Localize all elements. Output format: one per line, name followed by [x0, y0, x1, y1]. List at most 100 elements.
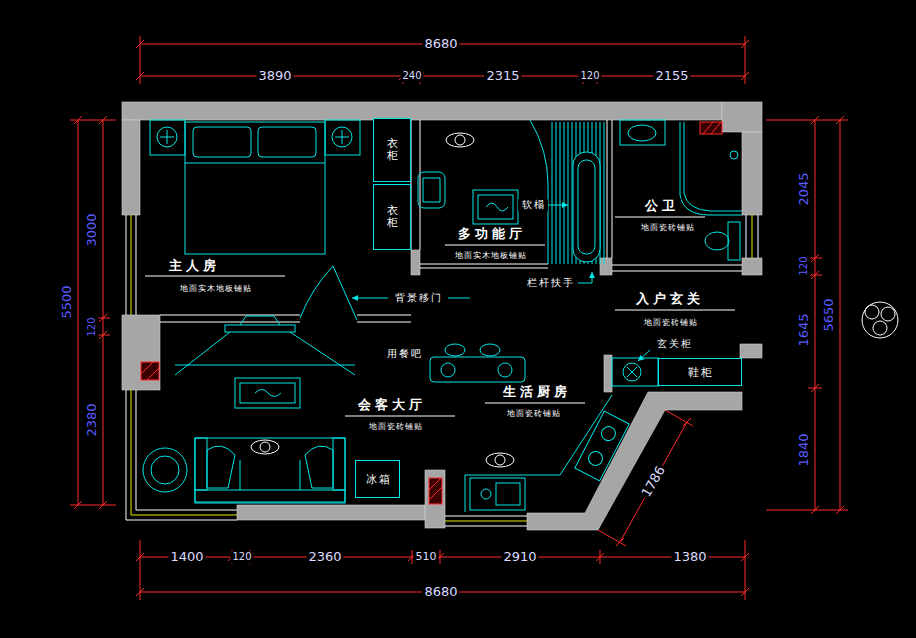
- living-furniture-shape: [207, 446, 235, 488]
- callout-label: 栏杆扶手: [523, 277, 577, 289]
- dining-bar: [430, 344, 525, 382]
- wardrobe-box: 衣柜: [373, 118, 411, 182]
- dimension-text: 2910: [501, 550, 538, 565]
- dimension-lines-shape: [70, 116, 116, 509]
- person-figures: [251, 133, 514, 467]
- dimension-text: 1380: [671, 550, 708, 565]
- bathroom-fixtures-shape: [730, 151, 738, 159]
- callout-label: 背景移门: [391, 292, 445, 304]
- dining-bar-shape: [498, 363, 512, 377]
- multi-room-furniture-shape: [473, 190, 518, 224]
- partitions: [160, 120, 742, 322]
- entry-cabinet-shape: [627, 367, 637, 377]
- kitchen-fixtures: [465, 395, 629, 512]
- kitchen-fixtures-shape: [575, 411, 629, 481]
- room-name: 会客大厅: [352, 398, 428, 413]
- dimension-text: 8680: [422, 585, 459, 600]
- kitchen-fixtures-shape: [470, 478, 525, 510]
- floor-note: 地面瓷砖铺贴: [366, 422, 425, 431]
- dimension-text: 2045: [797, 170, 812, 207]
- bedroom-furniture-shape: [335, 130, 349, 144]
- dimension-text: 1645: [797, 311, 812, 348]
- dining-bar-shape: [445, 344, 465, 356]
- walls-shape: [604, 355, 612, 392]
- bathroom-fixtures-shape: [680, 122, 742, 215]
- kitchen-fixtures-shape: [465, 395, 612, 512]
- multi-room-furniture-shape: [418, 172, 445, 208]
- person-figures-shape: [446, 133, 474, 147]
- entry-cabinet-shape: [623, 363, 641, 381]
- floor-note: 地面瓷砖铺贴: [641, 318, 700, 327]
- dimension-text: 3000: [85, 211, 100, 248]
- bedroom-furniture-shape: [325, 120, 360, 155]
- living-furniture: [143, 332, 355, 503]
- dimension-text: 2360: [306, 550, 343, 565]
- living-furniture-shape: [195, 490, 345, 502]
- dimension-lines: [70, 36, 848, 600]
- walls-shape: [411, 250, 420, 275]
- north-plant-symbol-shape: [873, 321, 887, 335]
- dimension-text: 120: [578, 70, 601, 82]
- windows-shape: [445, 215, 752, 521]
- red-hatch-shape: [700, 122, 722, 134]
- multi-room-furniture-shape: [578, 160, 595, 254]
- sliding-door-callout-shape: [448, 298, 470, 299]
- walls-shape: [122, 120, 140, 215]
- red-hatch-shape: [429, 478, 442, 504]
- walls-shape: [122, 102, 722, 120]
- kitchen-fixtures-shape-shape: [599, 424, 618, 443]
- walls-shape: [237, 505, 425, 520]
- living-furniture-shape: [151, 456, 179, 484]
- kitchen-fixtures-shape-shape: [586, 449, 605, 468]
- windows: [126, 215, 758, 526]
- dining-bar-shape: [480, 344, 500, 356]
- multi-room-furniture-shape: [578, 272, 592, 283]
- walls-shape: [742, 258, 762, 275]
- floor-note: 地面瓷砖铺贴: [504, 409, 563, 418]
- room-underlines-shape: [145, 217, 735, 416]
- bathroom-fixtures-shape: [628, 125, 656, 141]
- red-hatch-shape: [141, 362, 159, 380]
- partitions-shape: [420, 264, 548, 268]
- bathroom-fixtures: [620, 120, 742, 260]
- person-figures-shape: [260, 442, 270, 452]
- multi-room-furniture-shape: [486, 203, 508, 211]
- kitchen-fixtures-shape: [496, 483, 520, 505]
- walls-shape: [600, 258, 612, 275]
- dimension-text: 510: [414, 551, 439, 564]
- dimension-lines-shape: [136, 36, 749, 84]
- floor-note: 地面实木地板铺贴: [452, 251, 529, 260]
- entry-cabinet: [612, 350, 658, 386]
- bathroom-fixtures-shape: [705, 232, 729, 250]
- partitions-shape: [160, 315, 411, 322]
- living-furniture-shape: [175, 365, 355, 366]
- dimension-text: 1840: [797, 431, 812, 468]
- living-furniture-shape: [255, 390, 281, 397]
- walls-shape: [722, 102, 762, 132]
- red-hatch: [141, 122, 722, 504]
- room-name: 主人房: [163, 259, 222, 274]
- dimension-text: 2155: [653, 69, 690, 84]
- shoe-cabinet-box: 鞋柜: [658, 358, 742, 386]
- multi-room-furniture: [418, 120, 604, 283]
- bedroom-furniture-shape: [150, 120, 185, 155]
- multi-room-furniture-shape: [548, 205, 568, 206]
- dimension-text: 2380: [85, 401, 100, 438]
- callout-label: 玄关柜: [653, 338, 695, 350]
- living-furniture-shape: [143, 448, 187, 492]
- bathroom-fixtures-shape: [728, 222, 740, 260]
- living-furniture-shape: [235, 378, 300, 408]
- walls-shape: [740, 344, 762, 358]
- person-figures-shape: [495, 455, 505, 465]
- room-name: 多功能厅: [452, 227, 528, 242]
- dimension-lines-shape: [766, 116, 848, 514]
- room-name: 入户玄关: [630, 292, 706, 307]
- doors-shape: [333, 266, 357, 320]
- room-name: 生活厨房: [497, 385, 573, 400]
- wardrobe-box: 衣柜: [373, 184, 411, 250]
- living-furniture-shape: [240, 460, 300, 490]
- north-plant-symbol-shape: [865, 305, 879, 319]
- multi-room-furniture-shape: [530, 120, 548, 264]
- dimension-text: 2315: [484, 69, 521, 84]
